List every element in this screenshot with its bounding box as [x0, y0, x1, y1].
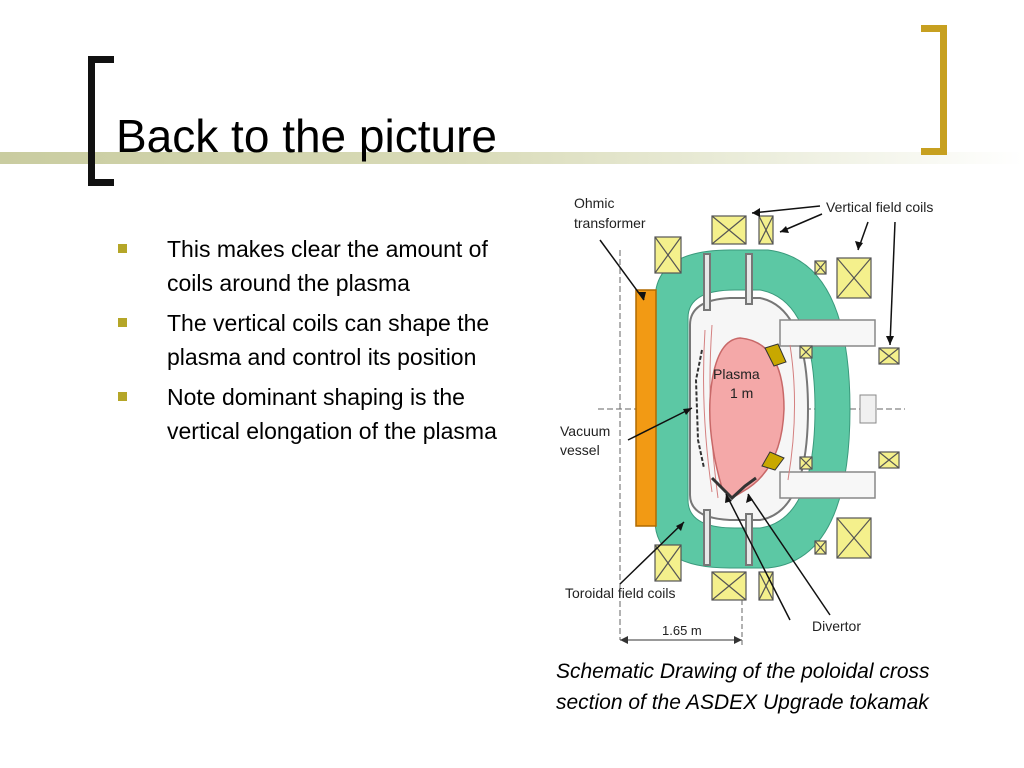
coil-box: [758, 215, 774, 245]
label-plasma-size: 1 m: [730, 385, 753, 401]
label-ohmic-line1: Ohmic: [574, 195, 614, 211]
bullet-text: The vertical coils can shape the plasma …: [167, 310, 490, 370]
label-vacuum-line1: Vacuum: [560, 423, 610, 439]
label-vertical-field-coils: Vertical field coils: [826, 199, 933, 215]
bullet-item: Note dominant shaping is the vertical el…: [116, 380, 516, 448]
label-ohmic-line2: transformer: [574, 215, 646, 231]
ohmic-transformer: [635, 289, 657, 527]
coil-box: [878, 451, 900, 469]
bullet-item: The vertical coils can shape the plasma …: [116, 306, 516, 374]
divertor-tile-lower: [761, 451, 785, 471]
port-lower: [779, 471, 876, 499]
divertor-structure: [710, 476, 757, 501]
caption-line-1: Schematic Drawing of the poloidal cross: [556, 660, 930, 683]
coil-box: [836, 257, 872, 299]
coil-box: [836, 517, 872, 559]
figure-caption: Schematic Drawing of the poloidal cross …: [556, 656, 1024, 718]
title-underline-bar: [0, 152, 1024, 164]
bullet-text: Note dominant shaping is the vertical el…: [167, 384, 497, 444]
label-divertor: Divertor: [812, 618, 861, 634]
toroidal-field-coil: [654, 249, 851, 569]
coil-box: [654, 236, 682, 274]
bullet-list: This makes clear the amount of coils aro…: [116, 232, 516, 454]
coil-box: [799, 456, 813, 470]
coil-box: [814, 260, 827, 275]
label-radius: 1.65 m: [662, 623, 702, 638]
label-plasma: Plasma: [713, 366, 760, 382]
coil-box: [654, 544, 682, 582]
coil-box: [799, 345, 813, 359]
coil-box: [878, 347, 900, 365]
plasma-shape: [709, 337, 785, 499]
coil-box: [711, 215, 747, 245]
coil-box: [814, 540, 827, 555]
bullet-square-icon: [118, 244, 127, 253]
bullet-square-icon: [118, 392, 127, 401]
label-toroidal-field-coils: Toroidal field coils: [565, 585, 676, 601]
coil-boxes: [654, 215, 900, 601]
coil-box: [711, 571, 747, 601]
arrow-heads: [637, 208, 894, 531]
bullet-item: This makes clear the amount of coils aro…: [116, 232, 516, 300]
divertor-tile-upper: [764, 343, 787, 367]
left-bracket-decoration: [88, 56, 114, 186]
label-vacuum-line2: vessel: [560, 442, 600, 458]
coil-box: [758, 571, 774, 601]
port-mid: [859, 394, 877, 424]
page-title: Back to the picture: [116, 110, 497, 162]
right-bracket-decoration: [921, 25, 947, 155]
pointer-lines: [599, 205, 896, 621]
caption-line-2: section of the ASDEX Upgrade tokamak: [556, 691, 929, 714]
bullet-text: This makes clear the amount of coils aro…: [167, 236, 488, 296]
bullet-square-icon: [118, 318, 127, 327]
tokamak-cross-section-diagram: Ohmic transformer Vertical field coils P…: [560, 195, 933, 646]
port-upper: [779, 319, 876, 347]
